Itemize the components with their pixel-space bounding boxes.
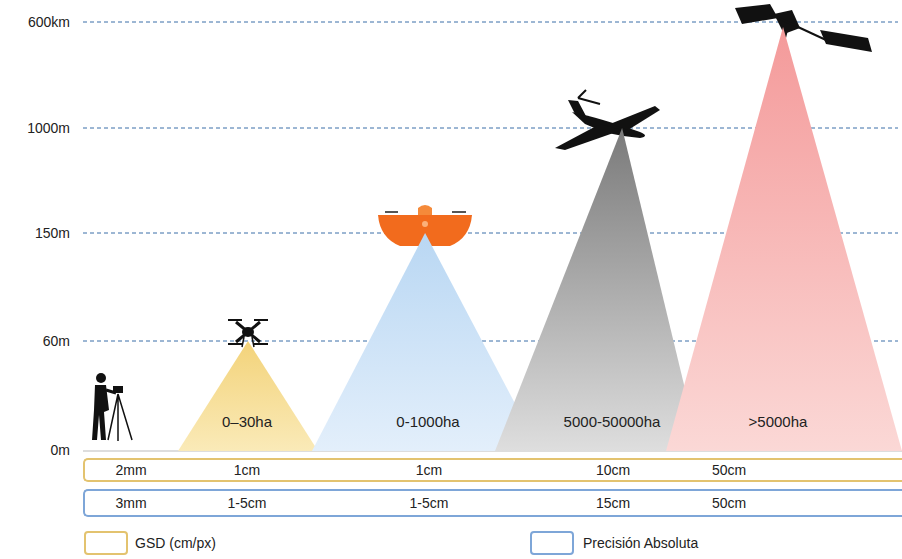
cone-shape (666, 27, 902, 451)
value-band: 3mm 1-5cm 1-5cm 15cm 50cm (83, 489, 902, 517)
value-cell: 50cm (712, 461, 746, 479)
satellite-icon (735, 4, 872, 52)
value-cell: 2mm (115, 461, 146, 479)
legend-swatch (530, 531, 574, 555)
coverage-cone (666, 27, 902, 451)
coverage-cone (495, 128, 700, 451)
cone-shape (312, 233, 540, 451)
value-cell: 10cm (596, 461, 630, 479)
coverage-area: >5000ha (749, 413, 808, 431)
axis-label: 0m (51, 442, 70, 458)
cone-shape (495, 128, 700, 451)
value-cell: 15cm (596, 494, 630, 512)
value-cell: 50cm (712, 494, 746, 512)
cone-node: 5000-50000ha (495, 128, 700, 451)
legend-swatch (84, 531, 128, 555)
legend-text: GSD (cm/px) (135, 535, 216, 551)
coverage-area: 0-1000ha (396, 413, 459, 431)
cone-node: 0-1000ha (312, 233, 540, 451)
axis-label: 150m (35, 225, 70, 241)
value-band: 2mm 1cm 1cm 10cm 50cm (83, 458, 902, 482)
value-cell: 1cm (416, 461, 442, 479)
axis-label: 1000m (27, 120, 70, 136)
coverage-area: 0–30ha (222, 413, 272, 431)
value-cell: 1-5cm (410, 494, 449, 512)
axis-label: 60m (43, 333, 70, 349)
coverage-cone (178, 341, 318, 451)
value-cell: 3mm (115, 494, 146, 512)
cone-node: 0–30ha (178, 341, 318, 451)
surveyor-icon (92, 373, 132, 441)
axis-label: 600km (28, 14, 70, 30)
value-cell: 1cm (234, 461, 260, 479)
airplane-icon (555, 90, 660, 150)
legend-text: Precisión Absoluta (583, 535, 698, 551)
cone-shape (178, 341, 318, 451)
coverage-area: 5000-50000ha (564, 413, 661, 431)
value-cell: 1-5cm (228, 494, 267, 512)
cone-node: >5000ha (666, 27, 902, 451)
